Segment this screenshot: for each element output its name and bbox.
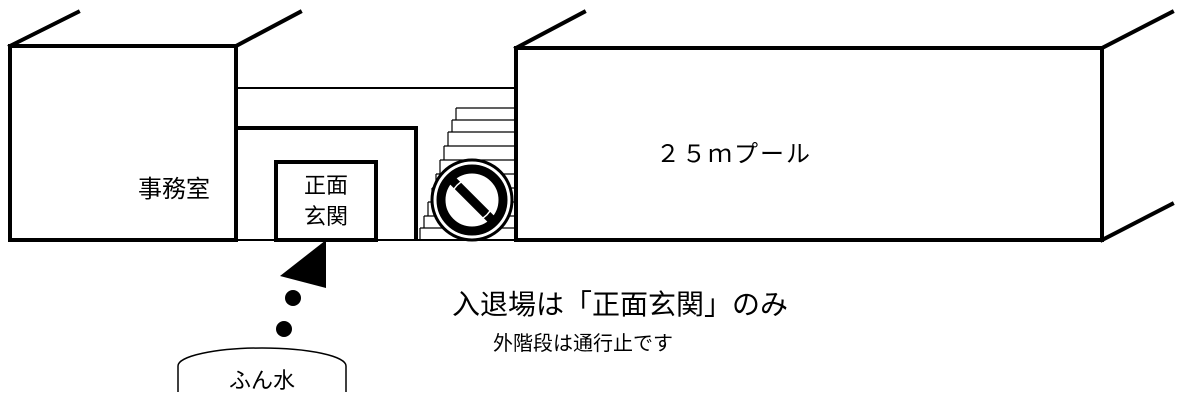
main-entrance-door [274, 160, 378, 242]
no-entry-icon [430, 158, 514, 242]
fountain [177, 347, 347, 392]
fountain-label: ふん水 [229, 369, 295, 394]
notice-main: 入退場は「正面玄関」のみ [452, 288, 788, 321]
path-dot-1 [285, 290, 301, 306]
main-entrance-label-line2: 玄関 [304, 205, 348, 230]
arrow-up-icon [280, 240, 326, 288]
notice-sub: 外階段は通行止です [493, 331, 673, 355]
pool-label: ２５ｍプール [656, 140, 812, 168]
pool-building [513, 9, 1175, 243]
office-label: 事務室 [138, 175, 210, 203]
entrance-hall [236, 126, 418, 240]
path-dot-2 [276, 321, 292, 337]
office-building [7, 9, 303, 242]
main-entrance-label-line1: 正面 [304, 174, 348, 199]
